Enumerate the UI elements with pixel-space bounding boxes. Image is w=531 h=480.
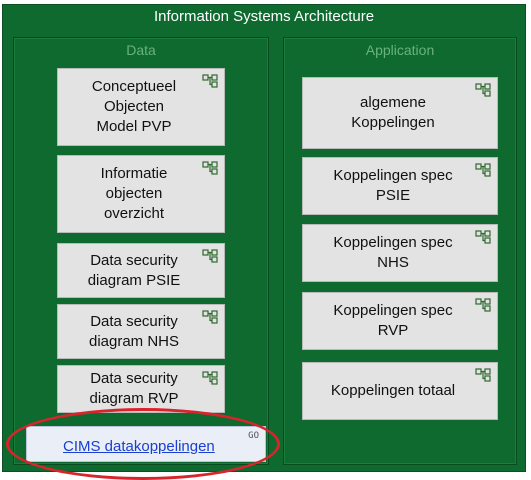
card-label: Data security diagram RVP xyxy=(89,370,179,407)
linked-model-icon xyxy=(202,310,218,324)
card-data-security-diagram-psie[interactable]: Data security diagram PSIE xyxy=(57,243,225,298)
application-group-title: Application xyxy=(365,42,435,58)
linked-model-icon xyxy=(202,249,218,263)
card-conceptueel-objecten-model-pvp[interactable]: Conceptueel Objecten Model PVP xyxy=(57,68,225,146)
card-label: Data security diagram NHS xyxy=(88,312,180,350)
card-label: Koppelingen spec PSIE xyxy=(333,167,453,204)
linked-model-icon xyxy=(475,230,491,244)
card-label: Koppelingen spec RVP xyxy=(333,302,453,339)
linked-model-icon xyxy=(475,163,491,177)
card-label: Data security diagram PSIE xyxy=(87,251,181,289)
card-label: Informatie objecten overzicht xyxy=(100,165,168,222)
card-algemene-koppelingen[interactable]: algemene Koppelingen xyxy=(302,77,498,149)
card-label: algemene Koppelingen xyxy=(351,94,435,131)
card-label: Koppelingen totaal xyxy=(330,382,456,399)
linked-model-icon xyxy=(202,371,218,385)
card-informatie-objecten-overzicht[interactable]: Informatie objecten overzicht xyxy=(57,155,225,233)
card-data-security-diagram-nhs[interactable]: Data security diagram NHS xyxy=(57,304,225,359)
card-koppelingen-spec-rvp[interactable]: Koppelingen spec RVP xyxy=(302,292,498,350)
highlight-ellipse xyxy=(6,408,280,480)
card-data-security-diagram-rvp[interactable]: Data security diagram RVP xyxy=(57,365,225,413)
card-koppelingen-spec-psie[interactable]: Koppelingen spec PSIE xyxy=(302,157,498,215)
card-koppelingen-spec-nhs[interactable]: Koppelingen spec NHS xyxy=(302,224,498,282)
card-label: Conceptueel Objecten Model PVP xyxy=(91,78,177,135)
card-koppelingen-totaal[interactable]: Koppelingen totaal xyxy=(302,362,498,420)
linked-model-icon xyxy=(475,83,491,97)
card-label: Koppelingen spec NHS xyxy=(333,234,453,271)
linked-model-icon xyxy=(202,74,218,88)
linked-model-icon xyxy=(475,298,491,312)
diagram-title: Information Systems Architecture xyxy=(153,8,375,25)
linked-model-icon xyxy=(475,368,491,382)
data-group-title: Data xyxy=(126,42,156,58)
linked-model-icon xyxy=(202,161,218,175)
